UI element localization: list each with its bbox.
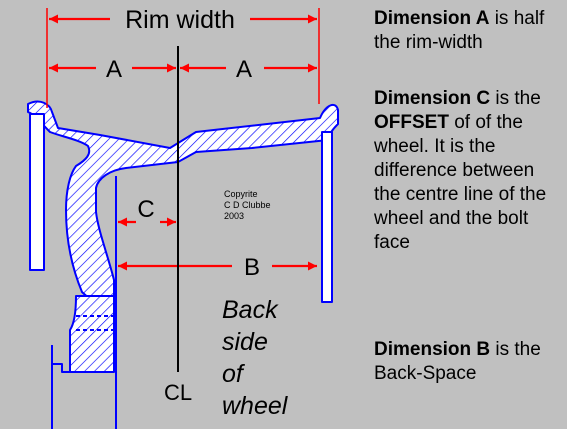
a-right-label: A	[236, 56, 252, 83]
rim-width-label: Rim width	[125, 6, 235, 34]
b-label: B	[244, 254, 260, 281]
back-side-line-2: side	[222, 328, 268, 356]
note-c-text: of of the wheel. It is the difference be…	[374, 112, 547, 253]
hub-pad	[69, 295, 115, 373]
back-side-line-1: Back	[222, 296, 279, 324]
note-dimension-b: Dimension B is the Back-Space	[374, 338, 564, 386]
extension-lines	[46, 8, 320, 108]
copyright-line-3: 2003	[224, 211, 244, 221]
note-c-mid: is the	[490, 88, 541, 109]
note-b-title: Dimension B	[374, 339, 491, 360]
a-left-label: A	[106, 56, 122, 83]
back-side-caption: Back side of wheel	[222, 296, 289, 420]
left-flange	[29, 113, 45, 271]
dimension-arrows	[49, 14, 317, 271]
wheel-cross-section	[27, 100, 339, 429]
note-a-title: Dimension A	[374, 8, 490, 29]
back-side-line-4: wheel	[222, 392, 289, 420]
note-b-text: is the Back-Space	[374, 339, 541, 384]
note-c-offset: OFFSET	[374, 112, 449, 133]
back-side-line-3: of	[222, 360, 246, 388]
note-a-text: is half the rim-width	[374, 8, 545, 53]
copyright-line-1: Copyrite	[224, 189, 258, 199]
c-label: C	[137, 196, 154, 223]
copyright-line-2: C D Clubbe	[224, 200, 271, 210]
note-c-title: Dimension C	[374, 88, 491, 109]
note-dimension-c: Dimension C is the OFFSET of of the whee…	[374, 87, 564, 255]
centre-line-label: CL	[164, 380, 192, 405]
rim-profile	[27, 100, 339, 321]
hub-step	[52, 363, 70, 373]
right-flange	[321, 131, 333, 303]
note-dimension-a: Dimension A is half the rim-width	[374, 7, 564, 55]
